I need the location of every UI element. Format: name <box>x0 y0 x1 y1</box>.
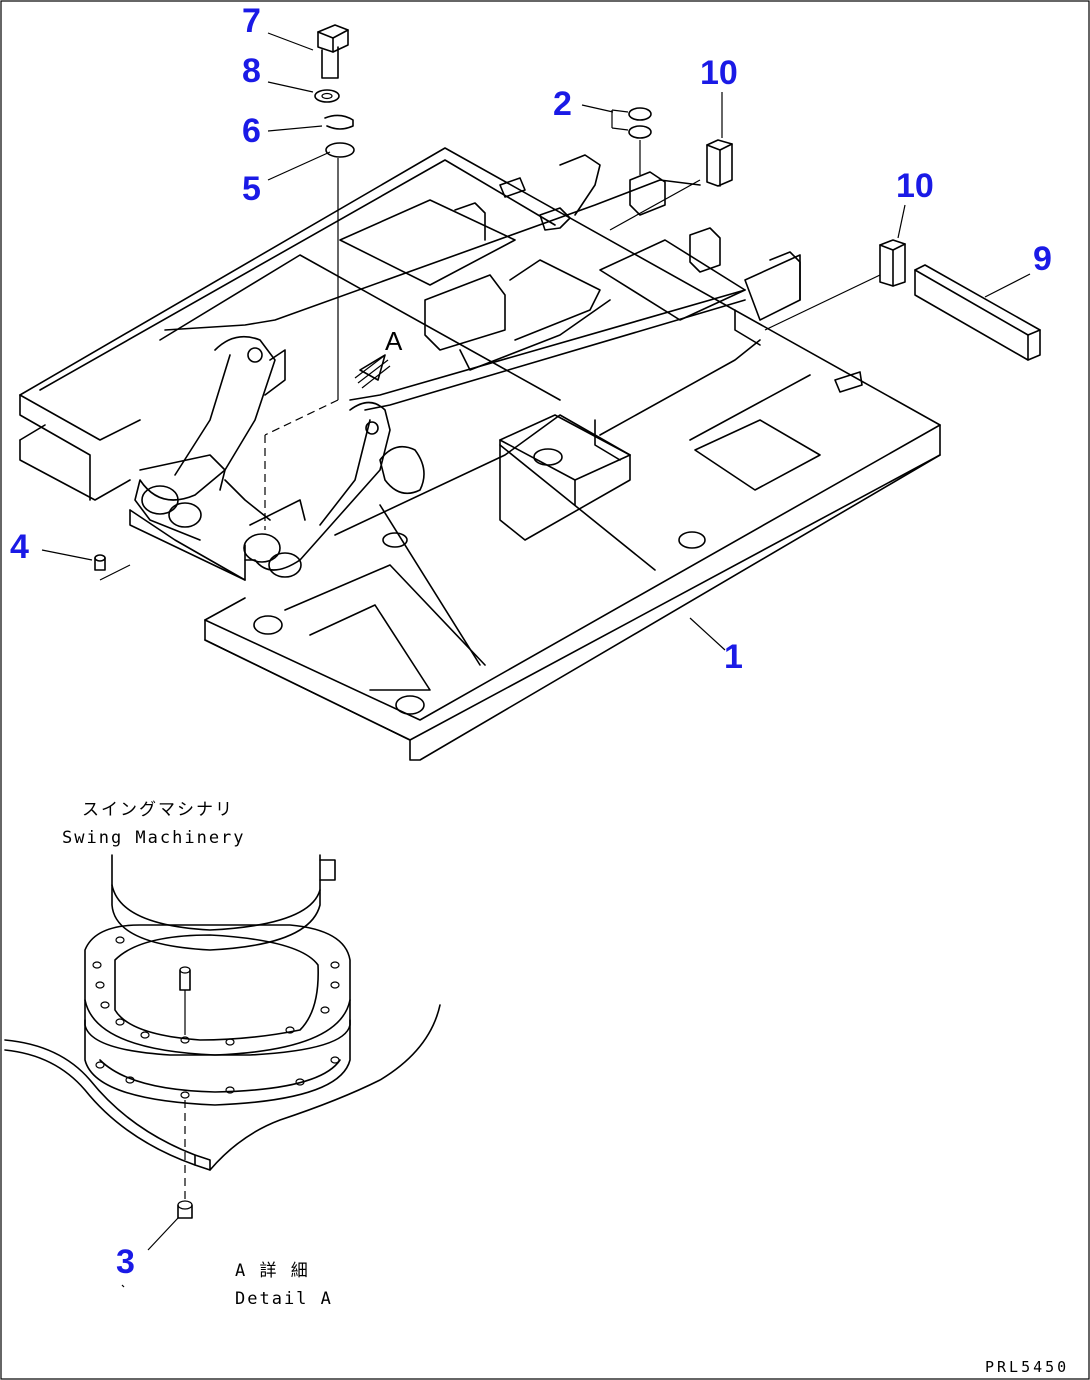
callout-6: 6 <box>242 112 261 150</box>
callout-10-lower: 10 <box>896 167 934 205</box>
callout-5: 5 <box>242 170 261 208</box>
callout-3: 3 <box>116 1243 135 1281</box>
callout-8: 8 <box>242 52 261 90</box>
callout-9: 9 <box>1033 240 1052 278</box>
detail-a-caption-jp: A 詳 細 <box>235 1261 310 1281</box>
pin-4 <box>94 554 106 571</box>
callout-2: 2 <box>553 85 572 123</box>
swing-machinery-caption-en: Swing Machinery <box>62 828 246 848</box>
plate-9 <box>914 264 1041 361</box>
callout-7: 7 <box>242 2 261 40</box>
bolt-stack <box>314 24 355 158</box>
swing-machinery-caption-jp: スイングマシナリ <box>82 800 234 820</box>
callout-4: 4 <box>10 528 29 566</box>
callout-10-upper: 10 <box>700 54 738 92</box>
view-marker-label: A <box>385 326 403 356</box>
detail-a-swing-machinery <box>4 854 441 1288</box>
hidden-line <box>264 399 339 436</box>
view-arrow-a <box>354 354 391 389</box>
washer-pair <box>628 107 652 139</box>
detail-a-caption-en: Detail A <box>235 1289 333 1309</box>
drawing-code: PRL5450 <box>985 1358 1069 1376</box>
leader-lines <box>41 32 1031 651</box>
revolving-frame <box>19 147 941 761</box>
block-10-lower <box>879 239 906 287</box>
block-10-upper <box>706 139 733 187</box>
callout-1: 1 <box>724 638 743 676</box>
